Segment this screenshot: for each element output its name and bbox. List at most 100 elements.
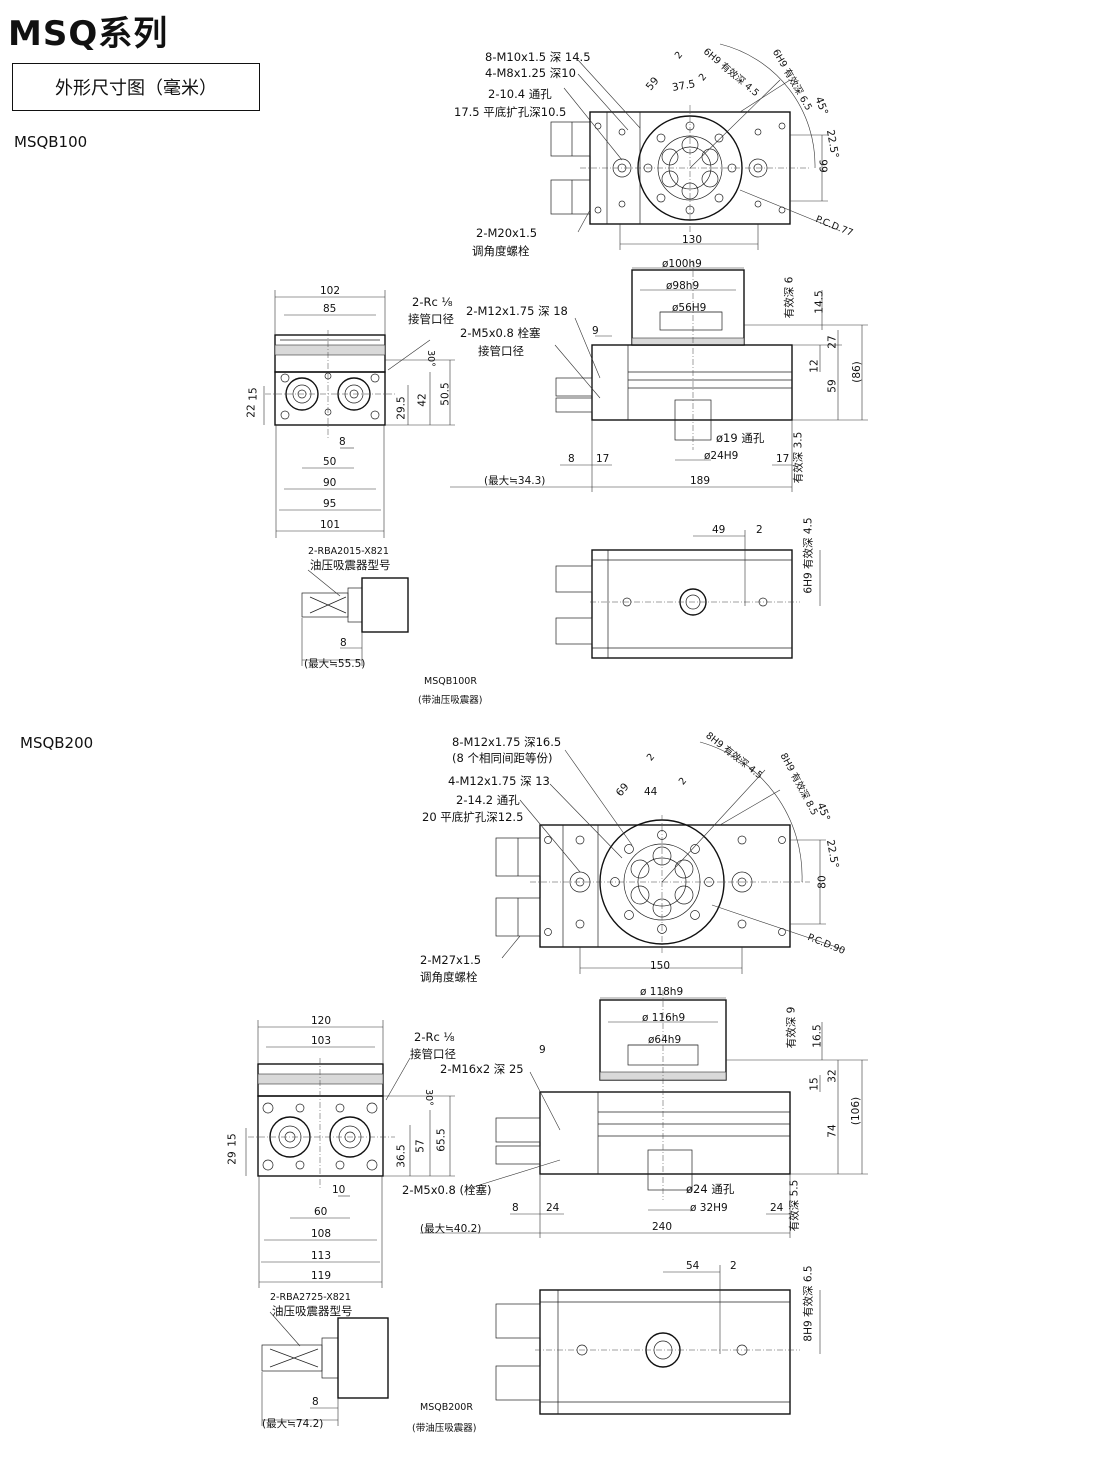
model-label-msqb200r: MSQB200R xyxy=(420,1402,473,1413)
dim: 189 xyxy=(690,475,711,487)
dim: ø 116h9 xyxy=(642,1012,686,1024)
dim: 74 xyxy=(826,1124,839,1138)
subtitle: 外形尺寸图（毫米） xyxy=(55,78,217,99)
callout: 8-M10x1.5 深 14.5 xyxy=(485,50,591,64)
callout: ø24 通孔 xyxy=(686,1182,735,1196)
callout: 8-M12x1.75 深16.5 xyxy=(452,735,562,749)
callout: 2-Rc ⅛ xyxy=(414,1030,455,1044)
dim: 120 xyxy=(311,1015,332,1027)
dim: 103 xyxy=(311,1035,332,1047)
dim: 17 xyxy=(596,453,610,465)
msqb200-top-view xyxy=(495,741,846,974)
callout: 2-M27x1.5 xyxy=(420,953,482,967)
note: (带油压吸震器) xyxy=(412,1423,477,1434)
dim: 8 xyxy=(312,1396,319,1408)
dim: 29 xyxy=(226,1151,239,1165)
dim: 95 xyxy=(323,498,337,510)
callout: 油压吸震器型号 xyxy=(272,1304,353,1318)
dim: 15 xyxy=(247,387,260,401)
msqb200-end-view xyxy=(245,1020,455,1288)
callout: 2-M12x1.75 深 18 xyxy=(466,304,568,318)
dim: 50.5 xyxy=(439,382,452,406)
dim: 50 xyxy=(323,456,337,468)
dim: 8 xyxy=(340,637,347,649)
msqb200-bottom-view xyxy=(495,1265,821,1415)
dim: 24 xyxy=(546,1202,560,1214)
dim: 44 xyxy=(644,786,658,798)
dim: 85 xyxy=(323,303,337,315)
dim: 42 xyxy=(416,393,429,407)
dim: 17 xyxy=(776,453,790,465)
callout: 油压吸震器型号 xyxy=(310,558,391,572)
callout: 2-M20x1.5 xyxy=(476,226,538,240)
dim: 66 xyxy=(818,159,831,173)
msqb200-side-view xyxy=(420,990,868,1238)
dim: 9 xyxy=(592,325,599,337)
callout: 2-M5x0.8 栓塞 xyxy=(460,326,541,340)
dim: 2 xyxy=(730,1260,737,1272)
model-label-msqb200: MSQB200 xyxy=(20,734,94,752)
dim: 36.5 xyxy=(395,1144,408,1168)
msqb100-bottom-view xyxy=(555,530,821,659)
dim: 240 xyxy=(652,1221,673,1233)
msqb100-end-view xyxy=(263,290,455,538)
dim: 30° xyxy=(422,1089,434,1106)
note: (带油压吸震器) xyxy=(418,695,483,706)
callout: 调角度螺栓 xyxy=(472,244,530,258)
dim: 有效深 5.5 xyxy=(788,1179,801,1232)
callout: 2-Rc ⅛ xyxy=(412,295,453,309)
dim: (最大≒34.3) xyxy=(484,475,546,487)
dim: 有效深 9 xyxy=(785,1006,798,1049)
model-label-msqb100: MSQB100 xyxy=(14,133,88,151)
dim: 24 xyxy=(770,1202,784,1214)
dim: 15 xyxy=(226,1133,239,1147)
callout: 接管口径 xyxy=(478,344,524,358)
dim: 32 xyxy=(826,1069,839,1083)
dim: 29.5 xyxy=(395,396,408,420)
dim: 2 xyxy=(756,524,763,536)
dim: 22 xyxy=(245,404,258,418)
dim: 119 xyxy=(311,1270,332,1282)
dim: (106) xyxy=(850,1096,863,1126)
dim: 130 xyxy=(682,234,703,246)
dim: 有效深 3.5 xyxy=(792,431,805,484)
dim: 101 xyxy=(320,519,341,531)
dim: 90 xyxy=(323,477,337,489)
callout: 20 平底扩孔深12.5 xyxy=(422,810,524,824)
callout: 4-M8x1.25 深10 xyxy=(485,66,576,80)
dim: 8 xyxy=(512,1202,519,1214)
dim: 30° xyxy=(424,350,436,367)
dim: (86) xyxy=(850,361,863,383)
dim: 113 xyxy=(311,1250,332,1262)
callout: 17.5 平底扩孔深10.5 xyxy=(454,105,567,119)
dim: 102 xyxy=(320,285,341,297)
msqb100-top-view xyxy=(550,43,839,250)
msqb200-absorber xyxy=(261,1311,389,1426)
callout: ø19 通孔 xyxy=(716,431,765,445)
dim: ø98h9 xyxy=(666,280,700,292)
dim: 10 xyxy=(332,1184,346,1196)
msqb100-side-view xyxy=(450,260,868,492)
dim: 12 xyxy=(808,359,821,373)
msqb100-absorber xyxy=(301,569,409,666)
dim: 14.5 xyxy=(813,290,826,314)
dim: ø64h9 xyxy=(648,1034,682,1046)
callout: 接管口径 xyxy=(410,1047,456,1061)
dim: 54 xyxy=(686,1260,700,1272)
dim: 80 xyxy=(816,875,829,889)
dim: ø 32H9 xyxy=(690,1202,728,1214)
page-title: MSQ系列 xyxy=(8,14,169,54)
dim: ø24H9 xyxy=(704,450,739,462)
dim: 65.5 xyxy=(435,1128,448,1152)
dim: 108 xyxy=(311,1228,332,1240)
dim: 150 xyxy=(650,960,671,972)
dim: ø100h9 xyxy=(662,258,702,270)
dim: 8H9 有效深 6.5 xyxy=(802,1265,815,1342)
callout: 2-RBA2725-X821 xyxy=(270,1292,351,1303)
dim: 49 xyxy=(712,524,726,536)
dim: 60 xyxy=(314,1206,328,1218)
model-label-msqb100r: MSQB100R xyxy=(424,676,477,687)
dim: ø 118h9 xyxy=(640,986,684,998)
dim: ø56H9 xyxy=(672,302,707,314)
